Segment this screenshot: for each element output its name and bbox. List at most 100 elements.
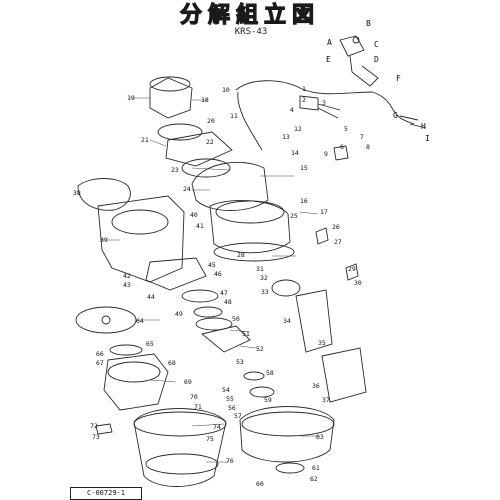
callout-50: 50 — [232, 315, 240, 323]
callout-22: 22 — [206, 138, 214, 146]
callout-8: 8 — [366, 143, 370, 151]
o-ring-28 — [213, 242, 295, 262]
junction-leads — [317, 103, 341, 119]
model-number: KRS-43 — [234, 27, 268, 37]
rotor-34 — [295, 289, 333, 353]
callout-69: 69 — [184, 378, 192, 386]
gasket-38 — [77, 178, 131, 211]
callout-12: 12 — [294, 125, 302, 133]
callout-49: 49 — [175, 310, 183, 318]
callout-68: 68 — [168, 359, 176, 367]
callout-26: 26 — [332, 223, 340, 231]
callout-G: G — [393, 111, 398, 120]
top-cover — [165, 131, 233, 167]
callout-74: 74 — [213, 423, 221, 431]
terminal-leads — [399, 115, 427, 129]
washer-65 — [109, 344, 143, 356]
pump-casing-68 — [103, 353, 169, 411]
o-ring-50 — [195, 317, 233, 331]
seal-47 — [181, 289, 219, 303]
callout-43: 43 — [123, 281, 131, 289]
callout-34: 34 — [283, 317, 291, 325]
callout-5: 5 — [344, 125, 348, 133]
callout-11: 11 — [230, 112, 238, 120]
callout-E: E — [326, 55, 331, 64]
bearing-housing-51 — [201, 325, 251, 353]
callout-33: 33 — [261, 288, 269, 296]
callout-2: 2 — [302, 96, 306, 104]
callout-13: 13 — [282, 133, 290, 141]
callout-76: 76 — [226, 457, 234, 465]
clamp-9 — [333, 145, 349, 161]
bearing-33 — [271, 279, 301, 297]
base-63 — [239, 406, 335, 463]
callout-H: H — [421, 122, 426, 131]
callout-58: 58 — [266, 369, 274, 377]
plug-cap — [352, 36, 360, 44]
callout-A: A — [327, 38, 332, 47]
seal-49 — [193, 306, 223, 318]
callout-64: 64 — [136, 317, 144, 325]
plug-stem — [349, 55, 379, 87]
strainer-74 — [133, 408, 227, 487]
bolt-72 — [95, 423, 113, 435]
elbow-opening — [149, 76, 191, 92]
callout-3: 3 — [322, 99, 326, 107]
callout-56: 56 — [228, 404, 236, 412]
callout-17: 17 — [320, 208, 328, 216]
callout-45: 45 — [208, 261, 216, 269]
callout-27: 27 — [334, 238, 342, 246]
callout-6: 6 — [340, 143, 344, 151]
casing-bore — [215, 200, 285, 224]
callout-52: 52 — [256, 345, 264, 353]
callout-57: 57 — [234, 412, 242, 420]
impeller-64 — [75, 306, 137, 334]
callout-55: 55 — [226, 395, 234, 403]
callout-40: 40 — [190, 211, 198, 219]
diagram-title: 分解組立図 — [179, 1, 320, 28]
callout-1: 1 — [302, 85, 306, 93]
callout-36: 36 — [312, 382, 320, 390]
pump-casing-bore — [107, 361, 161, 383]
power-cable — [235, 80, 415, 125]
callout-62: 62 — [310, 475, 318, 483]
callout-60: 60 — [256, 480, 264, 488]
callout-61: 61 — [312, 464, 320, 472]
callout-63: 63 — [316, 433, 324, 441]
callout-47: 47 — [220, 289, 228, 297]
motor-housing-24 — [191, 161, 269, 211]
impeller-hub — [101, 315, 111, 325]
callout-B: B — [366, 19, 371, 28]
callout-37: 37 — [322, 396, 330, 404]
callout-54: 54 — [222, 386, 230, 394]
bolt-27 — [315, 227, 329, 245]
callout-75: 75 — [206, 435, 214, 443]
callout-4: 4 — [290, 106, 294, 114]
callout-39: 39 — [100, 236, 108, 244]
callout-30: 30 — [354, 279, 362, 287]
callout-23: 23 — [171, 166, 179, 174]
discharge-elbow — [149, 77, 193, 119]
callout-10: 10 — [222, 86, 230, 94]
callout-C: C — [374, 40, 379, 49]
callout-70: 70 — [190, 393, 198, 401]
callout-25: 25 — [290, 212, 298, 220]
callout-I: I — [425, 134, 430, 143]
callout-42: 42 — [123, 272, 131, 280]
callout-48: 48 — [224, 298, 232, 306]
callout-24: 24 — [183, 185, 191, 193]
plug-body — [339, 35, 365, 57]
callout-19: 19 — [127, 94, 135, 102]
callout-41: 41 — [196, 222, 204, 230]
seal-55 — [249, 386, 275, 398]
callout-21: 21 — [141, 136, 149, 144]
frame-bore — [111, 209, 169, 235]
callout-F: F — [396, 74, 401, 83]
document-number: C-00729-1 — [70, 487, 142, 500]
stator-36 — [321, 347, 367, 403]
callout-28: 28 — [237, 251, 245, 259]
casing-25 — [209, 200, 291, 254]
seal-54 — [243, 371, 265, 381]
